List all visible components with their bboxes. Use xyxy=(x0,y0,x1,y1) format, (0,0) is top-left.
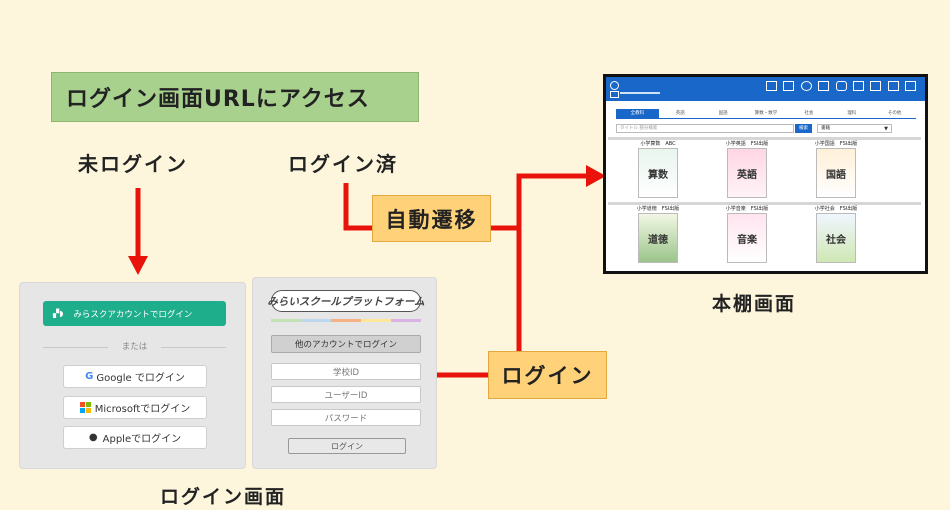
tab-5[interactable]: 理科 xyxy=(847,111,857,116)
book-item[interactable]: 小学音楽 FSI出版音楽 xyxy=(717,206,777,263)
book-caption: 小学社会 FSI出版 xyxy=(814,206,858,212)
tab-2[interactable]: 国語 xyxy=(718,111,728,116)
not-logged-in-label: 未ログイン xyxy=(78,152,188,176)
book-caption: 小学英語 FSI出版 xyxy=(725,141,769,147)
bookshelf-nav-icon[interactable] xyxy=(766,81,777,91)
school-icon xyxy=(610,91,619,98)
access-url-box: ログイン画面URLにアクセス xyxy=(51,72,419,122)
book-item[interactable]: 小学道徳 FSI出版道徳 xyxy=(628,206,688,263)
book-cover: 英語 xyxy=(727,148,767,198)
school-name xyxy=(620,92,660,94)
bookshelf-screen-caption: 本棚画面 xyxy=(712,293,797,315)
apple-login-label: Appleでログイン xyxy=(102,434,182,445)
book-cover: 算数 xyxy=(638,148,678,198)
arrow-head-right xyxy=(586,165,606,187)
tab-3[interactable]: 算数・数学 xyxy=(754,111,778,116)
arrow-trunk xyxy=(516,173,590,375)
tab-underline xyxy=(616,118,916,119)
miraschool-icon: ▞◗ xyxy=(53,309,64,318)
header-menu xyxy=(766,81,916,97)
book-caption: 小学国語 FSI出版 xyxy=(814,141,858,147)
title-search-input[interactable]: タイトル 部分検索 xyxy=(616,124,794,133)
microsoft-login-label: Microsoftでログイン xyxy=(94,404,191,415)
tab-1[interactable]: 英語 xyxy=(675,111,685,116)
miraschool-login-label: みらスクアカウントでログイン xyxy=(73,309,193,320)
password-field[interactable]: パスワード xyxy=(271,409,421,426)
login-panel-oauth: ▞◗ みらスクアカウントでログイン または G Google でログイン Mic… xyxy=(19,282,246,469)
history-nav-icon[interactable] xyxy=(800,81,812,91)
google-login-button[interactable]: G Google でログイン xyxy=(63,365,207,388)
book-caption: 小学音楽 FSI出版 xyxy=(725,206,769,212)
login-submit-button[interactable]: ログイン xyxy=(288,438,406,454)
book-caption: 小学道徳 FSI出版 xyxy=(636,206,680,212)
google-login-label: Google でログイン xyxy=(96,373,185,384)
book-cover: 社会 xyxy=(816,213,856,263)
apple-icon: ● xyxy=(88,432,98,443)
school-id-field[interactable]: 学校ID xyxy=(271,363,421,380)
or-label: または xyxy=(108,340,161,354)
tab-4[interactable]: 社会 xyxy=(804,111,814,116)
sort-select[interactable]: 書籍 ▼ xyxy=(817,124,892,133)
book-item[interactable]: 小学国語 FSI出版国語 xyxy=(806,141,866,198)
study-nav-icon[interactable] xyxy=(783,81,795,91)
login-screen-caption: ログイン画面 xyxy=(160,486,287,508)
book-cover: 音楽 xyxy=(727,213,767,263)
search-button[interactable]: 検索 xyxy=(795,124,812,133)
apple-login-button[interactable]: ● Appleでログイン xyxy=(63,426,207,449)
logo-color-bar xyxy=(271,319,421,322)
login-box: ログイン xyxy=(488,351,607,399)
class-nav-icon[interactable] xyxy=(835,81,847,91)
shelf-divider-middle xyxy=(608,202,921,205)
tab-6[interactable]: その他 xyxy=(887,111,902,116)
book-item[interactable]: 小学英語 FSI出版英語 xyxy=(717,141,777,198)
other-account-login-button[interactable]: 他のアカウントでログイン xyxy=(271,335,421,353)
auto-transition-box: 自動遷移 xyxy=(372,195,491,242)
calendar-nav-icon[interactable] xyxy=(870,81,882,91)
logged-in-label: ログイン済 xyxy=(288,152,398,176)
arrow-head-down xyxy=(128,256,148,275)
user-icon xyxy=(610,81,619,90)
book-caption: 小学算数 ABC xyxy=(640,141,676,147)
miraschool-login-button[interactable]: ▞◗ みらスクアカウントでログイン xyxy=(43,301,226,326)
platform-logo: みらいスクールプラットフォーム xyxy=(267,290,425,312)
microsoft-login-button[interactable]: Microsoftでログイン xyxy=(63,396,207,419)
password-nav-icon[interactable] xyxy=(887,81,899,91)
chevron-down-icon: ▼ xyxy=(884,126,888,132)
sort-value: 書籍 xyxy=(821,126,830,131)
book-cover: 道徳 xyxy=(638,213,678,263)
live-nav-icon[interactable] xyxy=(852,81,864,91)
login-panel-id: みらいスクールプラットフォーム 他のアカウントでログイン 学校ID ユーザーID… xyxy=(252,277,437,469)
book-cover: 国語 xyxy=(816,148,856,198)
note-nav-icon[interactable] xyxy=(818,81,830,91)
tab-0[interactable]: 全教科 xyxy=(616,109,659,118)
shelf-divider-top xyxy=(608,137,921,140)
bookshelf-header xyxy=(606,77,925,101)
logout-nav-icon[interactable] xyxy=(905,81,916,91)
user-id-field[interactable]: ユーザーID xyxy=(271,386,421,403)
bookshelf-screenshot: 全教科英語国語算数・数学社会理科その他 タイトル 部分検索 検索 書籍 ▼ 小学… xyxy=(603,74,928,274)
book-item[interactable]: 小学社会 FSI出版社会 xyxy=(806,206,866,263)
subject-tabs: 全教科 英語 国語 算数・数学 社会 理科 その他 xyxy=(616,109,916,118)
microsoft-icon xyxy=(79,402,91,413)
google-icon: G xyxy=(85,371,94,382)
